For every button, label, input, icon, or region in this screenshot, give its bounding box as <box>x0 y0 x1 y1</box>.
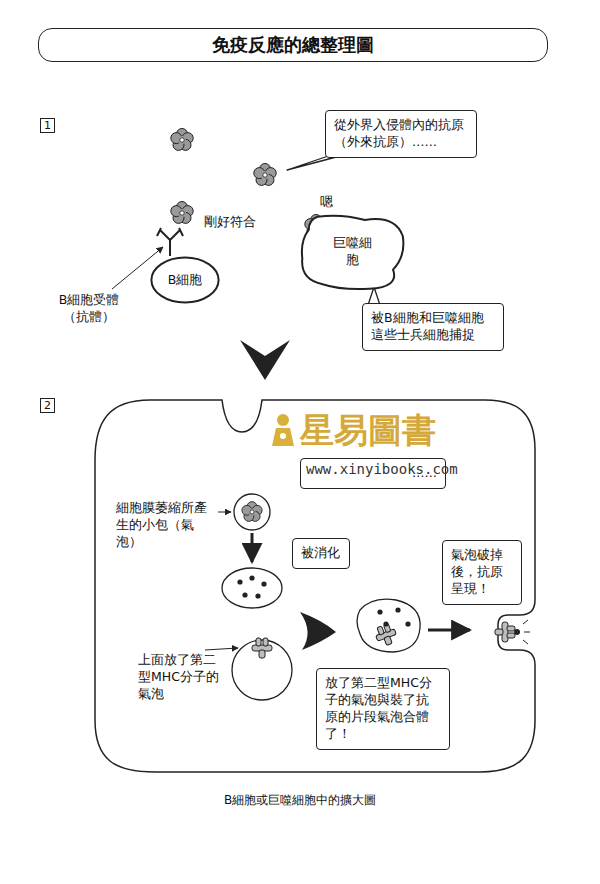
antigen <box>254 164 276 186</box>
number-text: 1 <box>44 120 51 131</box>
title-box: 免疫反應的總整理圖 <box>38 28 548 62</box>
antigen <box>242 502 262 522</box>
part-label: B細胞受體（抗體） <box>48 292 130 326</box>
callout-box: 被消化 <box>292 538 350 569</box>
node-text: 巨噬細胞 <box>332 235 372 269</box>
callout-box: 被B細胞和巨噬細胞這些士兵細胞捕捉 <box>362 303 504 351</box>
leader-arrow <box>205 648 238 650</box>
fused-vesicle <box>357 599 420 652</box>
cell-membrane <box>95 400 535 772</box>
node-text: 放了第二型MHC分子的氣泡與裝了抗原的片段氣泡合體了！ <box>325 675 441 743</box>
leader-arrow <box>218 512 231 513</box>
watermark-icon <box>272 414 294 446</box>
watermark: 星易圖書 <box>300 411 436 450</box>
mhc-molecule <box>252 638 272 658</box>
antigen <box>171 129 193 151</box>
section-number: 1 <box>40 118 55 133</box>
vesicle <box>234 494 270 530</box>
vesicle <box>222 568 282 608</box>
callout-box: 氣泡破掉後，抗原呈現！ <box>442 540 522 605</box>
cell-shape: B細胞 <box>150 256 220 304</box>
arrow <box>428 629 470 632</box>
part-label: 上面放了第二型MHC分子的氣泡 <box>138 652 220 703</box>
cell-shape: 巨噬細胞 <box>298 212 406 292</box>
watermark-url: www.xinyibooks.com <box>306 461 458 477</box>
mhc-molecule <box>373 622 399 648</box>
receptor <box>157 228 183 256</box>
antigen <box>171 202 193 224</box>
antigen-fragments <box>237 575 266 598</box>
sound-word: 嗯 <box>320 194 333 211</box>
node-text: 從外界入侵體內的抗原（外來抗原）…… <box>334 117 468 151</box>
node-text: 被B細胞和巨噬細胞這些士兵細胞捕捉 <box>371 310 495 344</box>
callout-tail <box>287 156 341 170</box>
node-text: 氣泡破掉後，抗原呈現！ <box>451 547 513 598</box>
section-number: 2 <box>40 398 55 413</box>
callout-box: 從外界入侵體內的抗原（外來抗原）…… <box>325 110 477 158</box>
number-text: 2 <box>44 400 51 411</box>
arrow <box>251 533 254 562</box>
big-arrow <box>240 340 290 380</box>
part-label: 細胞膜萎縮所產生的小包（氣泡） <box>116 500 214 551</box>
callout-box: 放了第二型MHC分子的氣泡與裝了抗原的片段氣泡合體了！ <box>316 668 450 750</box>
node-text: 被消化 <box>301 545 341 562</box>
merge-arrow <box>300 612 336 650</box>
mhc-molecule <box>495 622 515 642</box>
node-text: B細胞 <box>168 272 203 289</box>
antigen-fragments <box>377 607 410 626</box>
sparkle <box>523 620 530 644</box>
caption: B細胞或巨噬細胞中的擴大圖 <box>0 792 600 809</box>
annotation: 剛好符合 <box>204 214 256 231</box>
